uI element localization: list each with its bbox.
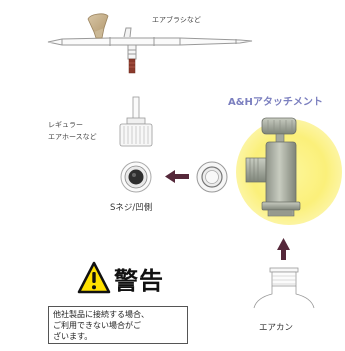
warning-message: 他社製品に接続する場合、 ご利用できない場合がご ざいます。 xyxy=(48,306,188,344)
ah-attachment-icon xyxy=(245,117,301,217)
connect-arrow-left-icon xyxy=(165,170,189,183)
product-name-label: A&Hアタッチメント xyxy=(228,97,323,108)
warning-title: 警告 xyxy=(114,267,164,295)
female-thread-end-view-icon xyxy=(120,161,152,193)
regulator-hose-label: レギュラー エアホースなど xyxy=(48,121,97,141)
airbrush-fitting-icon xyxy=(128,58,136,74)
airbrush-label: エアブラシなど xyxy=(152,16,201,24)
connect-arrow-up-icon xyxy=(277,238,290,260)
paint-cup-icon xyxy=(87,13,109,34)
air-can-label: エアカン xyxy=(259,323,294,333)
warning-icon xyxy=(77,261,111,294)
air-can-icon xyxy=(253,267,315,309)
airbrush-drawing xyxy=(47,27,253,60)
hose-fitting-icon xyxy=(119,96,153,147)
female-thread-label: Sネジ/凹側 xyxy=(110,203,153,213)
attachment-end-view-icon xyxy=(196,161,228,193)
